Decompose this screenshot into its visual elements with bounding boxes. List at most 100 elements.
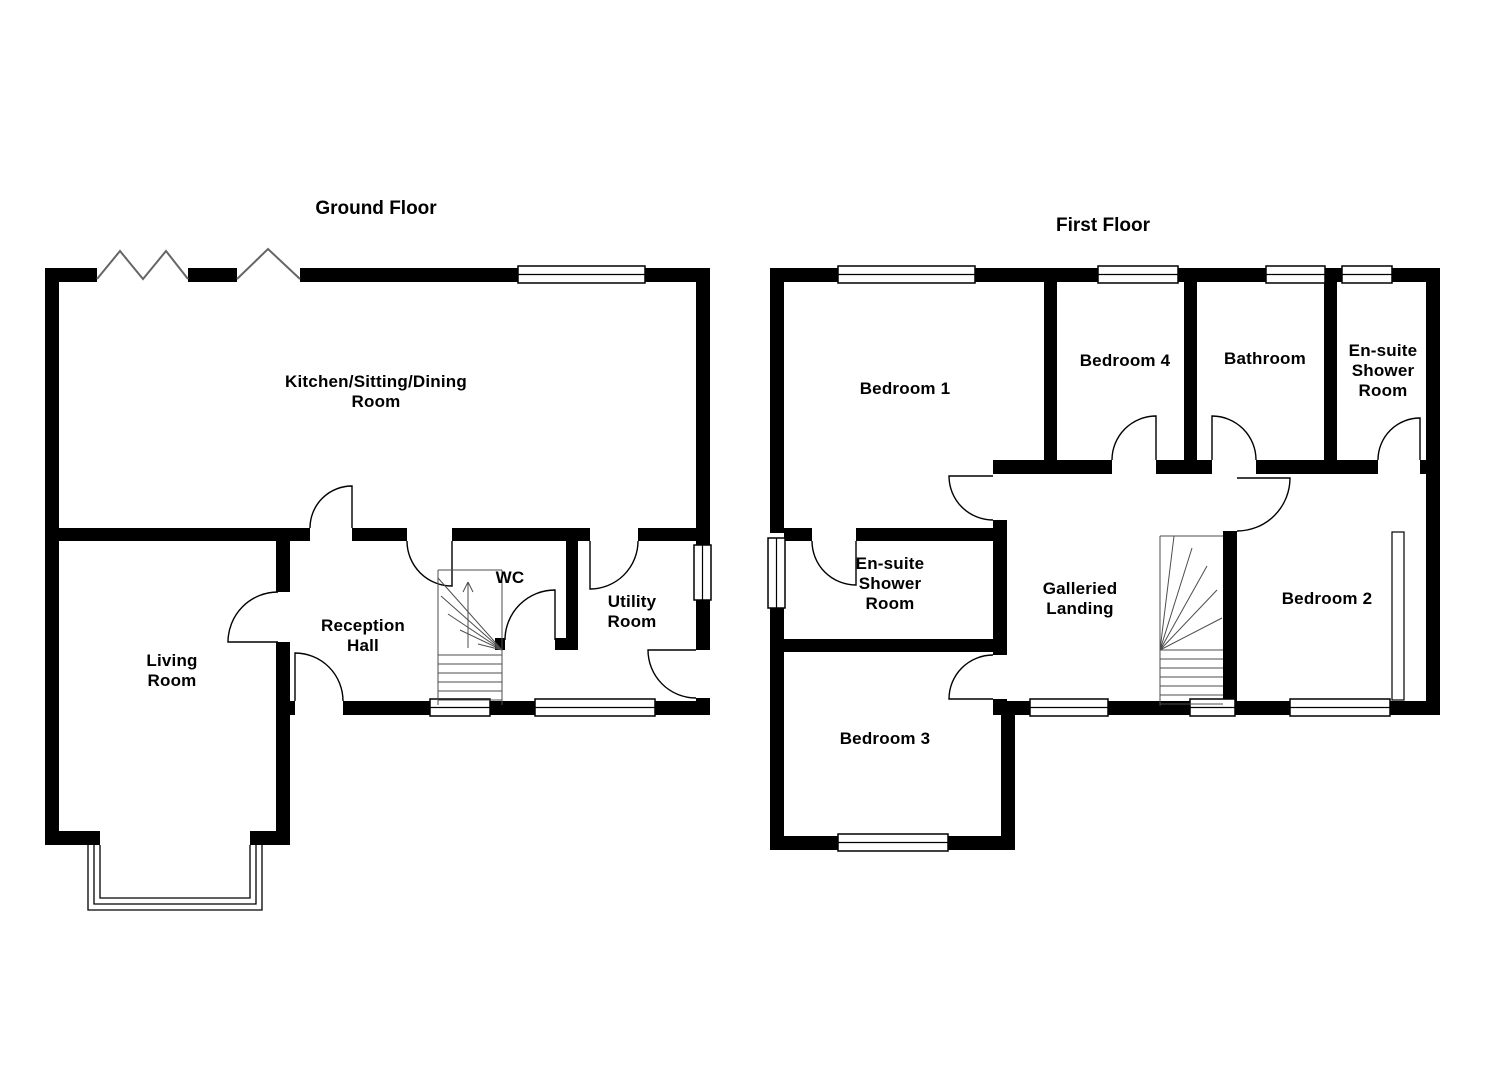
- room-label-bedroom-2: Bedroom 2: [1281, 588, 1373, 608]
- stairs-boundary: [437, 569, 503, 705]
- first-floor-stairs: [1159, 535, 1223, 706]
- wall-segment: [993, 460, 1112, 474]
- stairs-direction-arrow: [462, 581, 474, 648]
- room-label-bedroom-1: Bedroom 1: [859, 378, 951, 398]
- first-floor-title: First Floor: [1056, 215, 1150, 236]
- wall-segment: [856, 528, 1007, 541]
- wall-segment: [1108, 701, 1190, 715]
- first-floor-doors: [811, 415, 1421, 700]
- door-living-room: [227, 591, 279, 643]
- wall-segment: [490, 701, 535, 715]
- room-label-ensuite-shower-room-top: En-suite Shower Room: [1348, 340, 1418, 401]
- wall-segment: [993, 699, 1007, 715]
- wall-segment: [770, 606, 784, 850]
- wall-segment: [343, 701, 430, 715]
- ground-floor-walls: [45, 268, 710, 845]
- first-floor-plan: [767, 265, 1440, 852]
- first-floor-windows: [767, 265, 1393, 852]
- wall-segment: [993, 520, 1007, 655]
- ground-floor-title: Ground Floor: [315, 198, 437, 219]
- wall-segment: [784, 639, 1007, 652]
- wall-segment: [1001, 701, 1030, 715]
- door-kitchen: [309, 485, 353, 529]
- room-label-utility-room: Utility Room: [607, 591, 657, 631]
- stairs-boundary: [1159, 535, 1223, 706]
- wall-segment: [1044, 282, 1057, 460]
- stairs-treads: [438, 654, 502, 701]
- wall-segment: [638, 528, 696, 541]
- room-label-galleried-landing: Galleried Landing: [1042, 578, 1118, 618]
- stairs-winders: [437, 577, 503, 651]
- wall-segment: [1325, 268, 1342, 282]
- stairs-treads: [1160, 649, 1223, 705]
- door-bedroom1: [948, 475, 994, 521]
- wall-segment: [452, 528, 566, 541]
- wall-segment: [1324, 282, 1337, 460]
- door-rear-entrance: [647, 649, 697, 699]
- room-label-bathroom: Bathroom: [1224, 348, 1306, 368]
- wall-segment: [1178, 268, 1266, 282]
- wall-segment: [188, 268, 237, 282]
- wall-segment: [770, 268, 784, 533]
- wall-segment: [645, 268, 710, 282]
- door-bathroom: [1211, 415, 1257, 461]
- window-centerlines: [775, 273, 1392, 844]
- wall-segment: [696, 600, 710, 650]
- room-label-ensuite-shower-room-mid: En-suite Shower Room: [855, 553, 925, 614]
- wall-segment: [1184, 282, 1197, 460]
- wall-segment: [276, 528, 290, 592]
- bay-window: [87, 845, 263, 911]
- door-front-entrance: [294, 652, 344, 702]
- wall-segment: [1420, 460, 1440, 474]
- wall-segment: [1235, 701, 1290, 715]
- wall-break-symbols: [96, 247, 301, 281]
- wall-segment: [566, 528, 578, 650]
- ground-floor-windows: [429, 265, 712, 717]
- wall-segment: [45, 831, 100, 845]
- stairs-winders: [1159, 535, 1223, 651]
- wall-segment: [1256, 460, 1378, 474]
- wall-segment: [495, 638, 505, 650]
- room-label-reception-hall: Reception Hall: [321, 615, 405, 655]
- wall-segment: [1390, 701, 1440, 715]
- first-floor-walls: [770, 268, 1440, 850]
- wall-segment: [948, 836, 1015, 850]
- wall-segment: [975, 268, 1098, 282]
- window-centerlines: [430, 273, 704, 709]
- room-label-bedroom-4: Bedroom 4: [1079, 350, 1171, 370]
- room-label-bedroom-3: Bedroom 3: [839, 728, 931, 748]
- wall-segment: [300, 268, 518, 282]
- door-bedroom4: [1111, 415, 1157, 461]
- wall-segment: [1156, 460, 1212, 474]
- bay-window-line: [93, 845, 257, 905]
- door-ensuite-1: [811, 540, 857, 586]
- wall-segment: [696, 268, 710, 545]
- wall-segment: [770, 836, 838, 850]
- wall-segment: [784, 528, 812, 541]
- break-symbol: [96, 249, 189, 281]
- door-bedroom2: [1236, 477, 1291, 532]
- wall-segment: [655, 701, 710, 715]
- ground-floor-plan: [45, 247, 712, 911]
- door-bedroom3: [948, 654, 994, 700]
- wall-segment: [1426, 268, 1440, 715]
- door-utility: [589, 540, 639, 590]
- wall-segment: [1223, 531, 1237, 715]
- door-wc: [504, 589, 556, 641]
- bay-window-line: [99, 845, 251, 899]
- room-label-kitchen-sitting-dining: Kitchen/Sitting/Dining Room: [285, 371, 467, 411]
- wall-segment: [59, 528, 310, 541]
- wall-segment: [770, 268, 838, 282]
- break-symbol: [236, 247, 301, 280]
- ground-floor-stairs: [437, 569, 503, 705]
- room-label-living-room: Living Room: [146, 650, 198, 690]
- wall-segment: [352, 528, 407, 541]
- wall-segment: [276, 642, 290, 845]
- bedroom2-wardrobe: [1391, 531, 1405, 701]
- door-ensuite-2: [1377, 417, 1421, 461]
- door-inner-hall: [406, 540, 453, 587]
- wall-segment: [45, 268, 59, 845]
- room-label-wc: WC: [495, 567, 525, 587]
